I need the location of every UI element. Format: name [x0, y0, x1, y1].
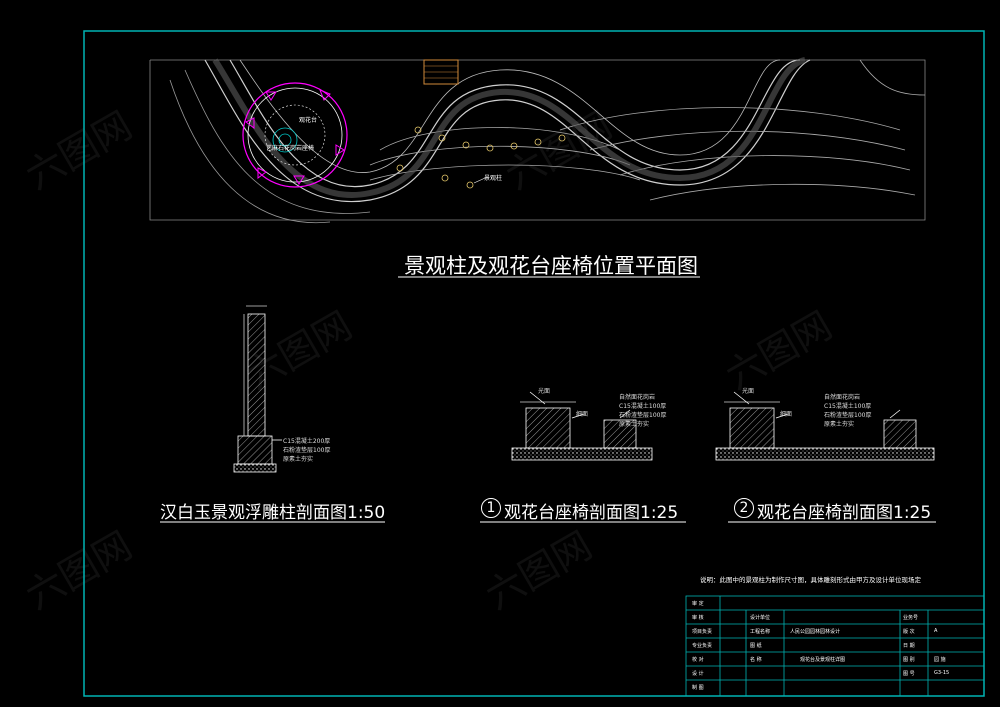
drawing-frame: [83, 30, 985, 697]
s1-note-1: 自然面花岗岩: [619, 394, 656, 401]
s2-note-4: 原素土夯实: [824, 421, 855, 428]
tb-left-6: 制 图: [692, 685, 704, 691]
flower-platform-circle: [242, 82, 348, 188]
drawing-note: 说明：此图中的景观柱为制作尺寸图，具体雕刻形式由甲方及设计单位现场定: [700, 576, 921, 584]
s1-number-circle: 1: [481, 498, 501, 518]
s1-title: 观花台座椅剖面图1:25: [504, 503, 679, 523]
s1-note-2: C15混凝土100厚: [619, 403, 667, 410]
s1-note-3: 石粉渣垫层100厚: [619, 412, 667, 419]
tb-left-2: 项目负责: [692, 629, 713, 635]
s2-label-top: 光面: [742, 388, 755, 395]
tb-right-label-1: 版 次: [903, 629, 915, 635]
tb-col-a-1: 工程名称: [750, 629, 771, 635]
label-bench: 艺麻石花岗岩座椅: [266, 145, 315, 152]
s2-number-circle: 2: [734, 498, 754, 518]
s1-label-top: 光面: [538, 388, 551, 395]
landscape-columns: [396, 126, 566, 189]
column-note-1: C15混凝土200厚: [283, 438, 331, 445]
tb-right-label-4: 图 号: [903, 671, 915, 677]
tb-right-value-3: 园 施: [934, 657, 946, 663]
bench-section-1: [511, 391, 653, 461]
plan-title: 景观柱及观花台座椅位置平面图: [404, 254, 698, 278]
column-note-2: 石粉渣垫层100厚: [283, 447, 331, 454]
s2-note-1: 自然面花岗岩: [824, 394, 861, 401]
label-flower-platform: 观花台: [299, 117, 318, 124]
s2-title: 观花台座椅剖面图1:25: [757, 503, 932, 523]
bench-section-2: [715, 391, 935, 461]
tb-right-label-0: 业务号: [903, 615, 919, 621]
tb-left-3: 专业负责: [692, 643, 713, 649]
tb-drawing-name: 观花台及景观柱详图: [800, 657, 846, 663]
column-section: [233, 305, 282, 473]
tb-left-4: 校 对: [692, 657, 704, 663]
tb-right-label-2: 日 期: [903, 643, 915, 649]
title-block-grid: [685, 595, 985, 697]
column-section-title: 汉白玉景观浮雕柱剖面图1:50: [160, 503, 386, 523]
tb-left-1: 审 核: [692, 615, 704, 621]
s2-label-side: 细面: [780, 411, 793, 418]
pavilion-rect: [423, 59, 459, 85]
column-note-3: 原素土夯实: [283, 456, 314, 463]
s1-note-4: 原素土夯实: [619, 421, 650, 428]
tb-left-0: 审 定: [692, 601, 704, 607]
s1-label-side: 细面: [576, 411, 589, 418]
s2-note-2: C15混凝土100厚: [824, 403, 872, 410]
tb-right-label-3: 图 别: [903, 657, 915, 663]
tb-left-5: 设 计: [692, 671, 704, 677]
tb-col-a-3: 名 称: [750, 657, 762, 663]
s2-note-3: 石粉渣垫层100厚: [824, 412, 872, 419]
label-column: 景观柱: [484, 175, 503, 182]
plan-view: [149, 57, 926, 224]
tb-right-value-4: G3-15: [934, 670, 950, 676]
tb-right-value-1: A: [934, 628, 938, 634]
tb-project: 人民公园园林园林设计: [790, 629, 841, 635]
tb-col-a-2: 图 纸: [750, 643, 762, 649]
tb-col-a-0: 设计单位: [750, 615, 771, 621]
